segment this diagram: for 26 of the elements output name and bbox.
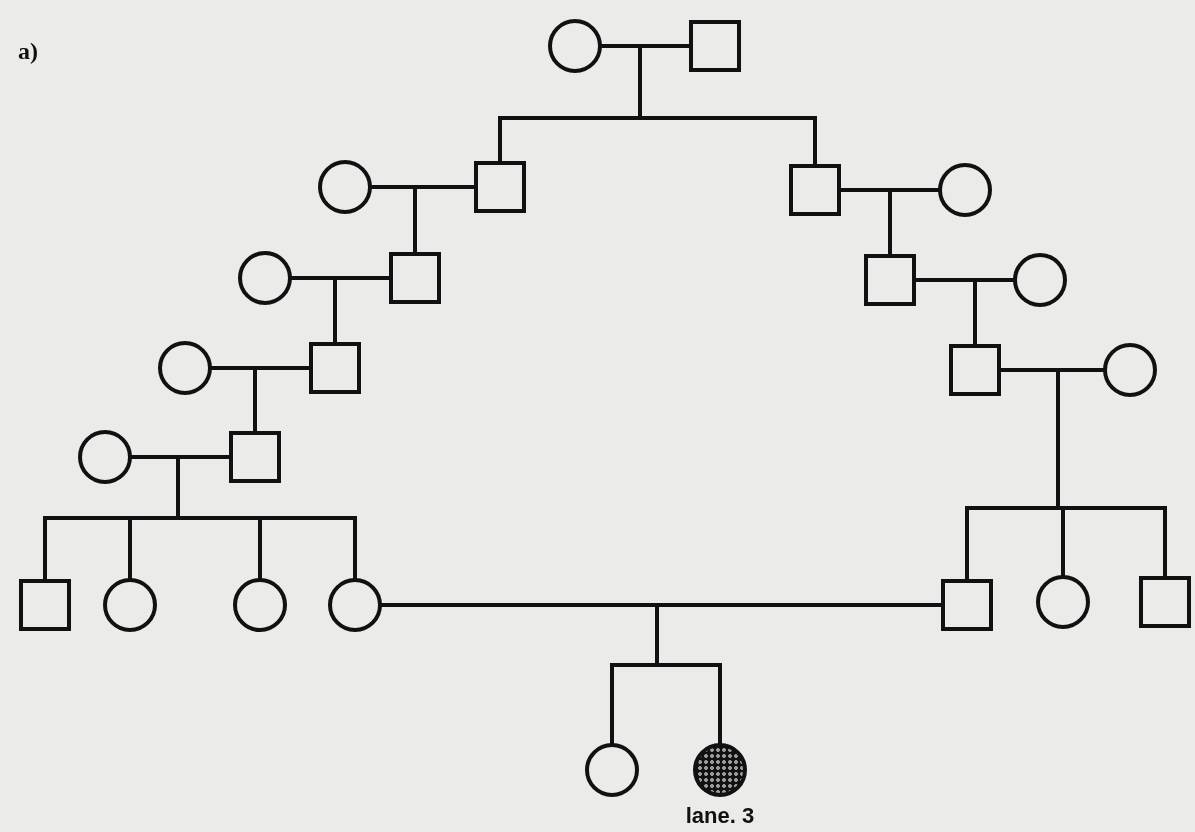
female-circle: [1013, 253, 1067, 307]
male-square: [309, 342, 361, 394]
shaded-female-circle: [693, 743, 747, 797]
male-square: [689, 20, 741, 72]
male-square: [864, 254, 916, 306]
female-circle: [585, 743, 639, 797]
panel-label: a): [18, 38, 38, 65]
male-square: [789, 164, 841, 216]
female-circle: [103, 578, 157, 632]
female-circle: [548, 19, 602, 73]
female-circle: [938, 163, 992, 217]
female-circle: [1036, 575, 1090, 629]
female-circle: [78, 430, 132, 484]
male-square: [229, 431, 281, 483]
male-square: [389, 252, 441, 304]
person-label: lane. 3: [685, 803, 755, 829]
female-circle: [318, 160, 372, 214]
male-square: [19, 579, 71, 631]
male-square: [1139, 576, 1191, 628]
female-circle: [158, 341, 212, 395]
female-circle: [233, 578, 287, 632]
female-circle: [1103, 343, 1157, 397]
male-square: [949, 344, 1001, 396]
male-square: [941, 579, 993, 631]
male-square: [474, 161, 526, 213]
female-circle: [238, 251, 292, 305]
